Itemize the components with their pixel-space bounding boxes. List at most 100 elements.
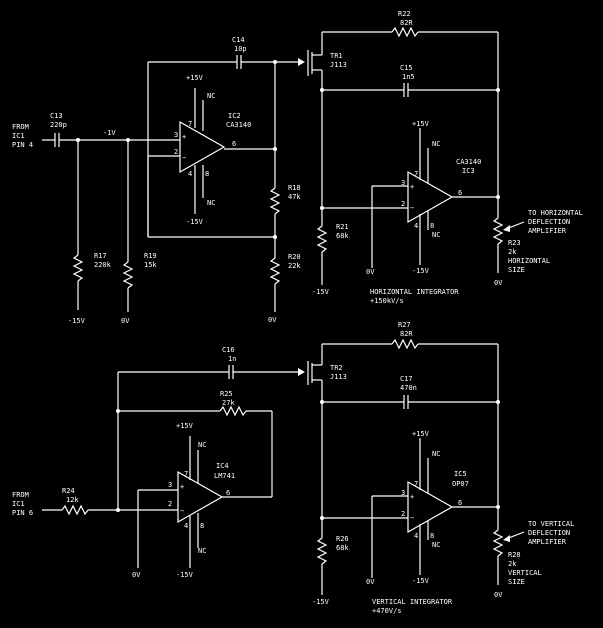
ic4-opamp bbox=[177, 470, 224, 524]
r20-ref: R20 bbox=[288, 253, 301, 261]
r24-ref: R24 bbox=[62, 487, 75, 495]
ic2-pin: 8 bbox=[205, 170, 209, 178]
ic2-supply-pos: +15V bbox=[186, 74, 204, 82]
tr2-jfet bbox=[307, 361, 322, 385]
ic3-pin: 3 bbox=[401, 179, 405, 187]
ic5-supply-neg: -15V bbox=[412, 577, 430, 585]
r18-resistor bbox=[269, 187, 281, 215]
ic5-ground: 0V bbox=[366, 578, 375, 586]
c17-value: 470n bbox=[400, 384, 417, 392]
from-label: PIN 6 bbox=[12, 509, 33, 517]
integrator-rate: +470V/s bbox=[372, 607, 402, 615]
ic5-value: OP07 bbox=[452, 480, 469, 488]
vertical-section: + − bbox=[42, 338, 525, 595]
r17-supply: -15V bbox=[68, 317, 86, 325]
r19-ref: R19 bbox=[144, 252, 157, 260]
tr2-ref: TR2 bbox=[330, 364, 343, 372]
ic5-pin: 2 bbox=[401, 510, 405, 518]
c14-value: 10p bbox=[234, 45, 247, 53]
ic4-pin: 3 bbox=[168, 481, 172, 489]
r26-ref: R26 bbox=[336, 535, 349, 543]
integrator-title: VERTICAL INTEGRATOR bbox=[372, 598, 453, 606]
ic5-pin: 3 bbox=[401, 489, 405, 497]
tr2-value: J113 bbox=[330, 373, 347, 381]
to-label: TO VERTICAL bbox=[528, 520, 574, 528]
ic4-pin: 4 bbox=[184, 522, 188, 530]
ic4-nc: NC bbox=[198, 441, 206, 449]
ic3-pin: 6 bbox=[458, 189, 462, 197]
r27-resistor bbox=[391, 338, 419, 350]
svg-text:+: + bbox=[180, 483, 184, 491]
to-label: AMPLIFIER bbox=[528, 538, 567, 546]
to-label: DEFLECTION bbox=[528, 218, 570, 226]
r23-value: 2k bbox=[508, 248, 517, 256]
ic2-opamp bbox=[179, 120, 226, 174]
r26-supply: -15V bbox=[312, 598, 330, 606]
c17-capacitor bbox=[403, 395, 409, 409]
c15-capacitor bbox=[403, 83, 409, 97]
ic4-pin: 7 bbox=[184, 470, 188, 478]
ic3-ground: 0V bbox=[366, 268, 375, 276]
ic2-pin: 4 bbox=[188, 170, 192, 178]
r25-value: 27k bbox=[222, 399, 235, 407]
r26-resistor bbox=[316, 537, 328, 565]
r17-ref: R17 bbox=[94, 252, 107, 260]
ic3-supply-pos: +15V bbox=[412, 120, 430, 128]
c13-value: 220p bbox=[50, 121, 67, 129]
ic3-pin: 4 bbox=[414, 222, 418, 230]
node-label: -1V bbox=[103, 129, 116, 137]
r20-ground: 0V bbox=[268, 316, 277, 324]
r23-desc: SIZE bbox=[508, 266, 525, 274]
tr1-value: J113 bbox=[330, 61, 347, 69]
ic4-ref: IC4 bbox=[216, 462, 229, 470]
c16-capacitor bbox=[228, 365, 234, 379]
r21-supply: -15V bbox=[312, 288, 330, 296]
c16-value: 1n bbox=[228, 355, 236, 363]
to-label: AMPLIFIER bbox=[528, 227, 567, 235]
ic3-pin: 7 bbox=[414, 170, 418, 178]
ic5-nc: NC bbox=[432, 541, 440, 549]
svg-text:+: + bbox=[410, 493, 414, 501]
svg-text:−: − bbox=[410, 204, 414, 212]
c13-ref: C13 bbox=[50, 112, 63, 120]
c14-ref: C14 bbox=[232, 36, 245, 44]
ic4-supply-pos: +15V bbox=[176, 422, 194, 430]
horizontal-section: + − bbox=[42, 26, 525, 312]
ic2-pin: 7 bbox=[188, 120, 192, 128]
ic5-pin: 8 bbox=[430, 532, 434, 540]
ic4-ground: 0V bbox=[132, 571, 141, 579]
ic2-value: CA3140 bbox=[226, 121, 251, 129]
ic5-ref: IC5 bbox=[454, 470, 467, 478]
to-label: TO HORIZONTAL bbox=[528, 209, 583, 217]
from-label: FROM bbox=[12, 491, 29, 499]
ic5-pin: 6 bbox=[458, 499, 462, 507]
r28-ref: R28 bbox=[508, 551, 521, 559]
r18-ref: R18 bbox=[288, 184, 301, 192]
r28-desc: SIZE bbox=[508, 578, 525, 586]
ic5-pin: 7 bbox=[414, 480, 418, 488]
r28-desc: VERTICAL bbox=[508, 569, 542, 577]
svg-text:−: − bbox=[182, 154, 186, 162]
c15-value: 1n5 bbox=[402, 73, 415, 81]
ic3-ref: IC3 bbox=[462, 167, 475, 175]
c14-capacitor bbox=[236, 55, 242, 69]
ic3-opamp bbox=[407, 170, 454, 224]
r23-ref: R23 bbox=[508, 239, 521, 247]
r21-ref: R21 bbox=[336, 223, 349, 231]
c17-ref: C17 bbox=[400, 375, 413, 383]
ic4-pin: 2 bbox=[168, 500, 172, 508]
r22-value: 82R bbox=[400, 19, 413, 27]
r27-ref: R27 bbox=[398, 321, 411, 329]
ic4-value: LM741 bbox=[214, 472, 235, 480]
ic3-pin: 8 bbox=[430, 222, 434, 230]
to-label: DEFLECTION bbox=[528, 529, 570, 537]
svg-text:+: + bbox=[410, 183, 414, 191]
vertical-labels: C16 1n TR2 J113 R27 82R R25 27k C17 470n… bbox=[12, 321, 574, 615]
ic2-supply-neg: -15V bbox=[186, 218, 204, 226]
from-label: PIN 4 bbox=[12, 141, 33, 149]
ic4-pin: 6 bbox=[226, 489, 230, 497]
ic2-pin: 3 bbox=[174, 131, 178, 139]
ic4-supply-neg: -15V bbox=[176, 571, 194, 579]
r23-desc: HORIZONTAL bbox=[508, 257, 550, 265]
